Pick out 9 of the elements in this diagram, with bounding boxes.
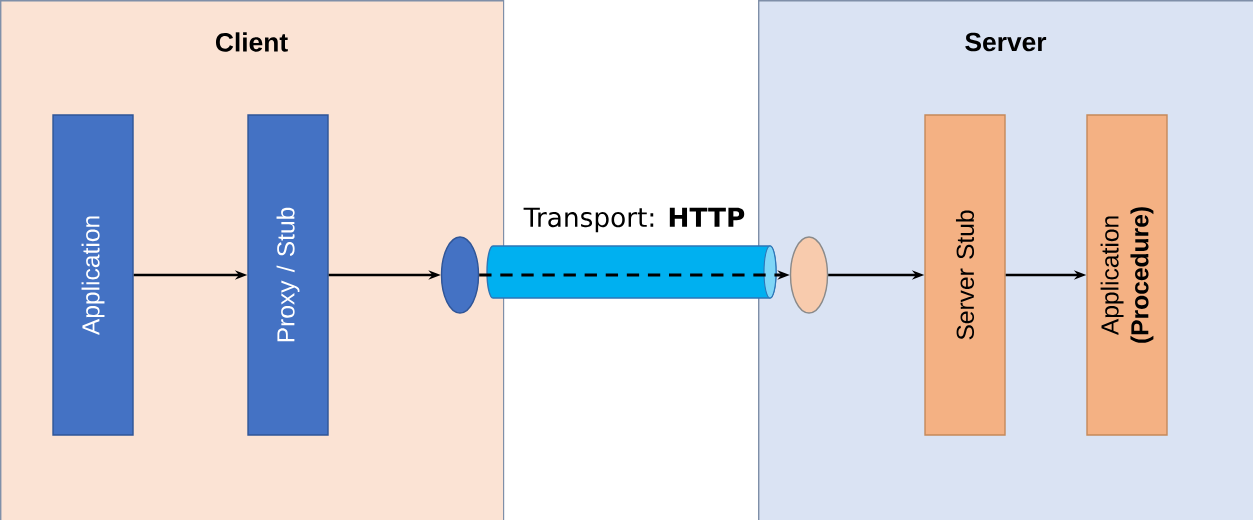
process-box: Server Stub xyxy=(924,114,1006,436)
process-box: Application xyxy=(52,114,134,436)
process-box: Proxy / Stub xyxy=(247,114,329,436)
panel-title: Client xyxy=(216,32,288,52)
process-box: Application (Procedure) xyxy=(1086,114,1168,436)
edge-label: Transport: HTTP xyxy=(523,207,745,233)
panel-title: Server xyxy=(965,32,1047,52)
port-ellipse xyxy=(789,236,829,314)
port-ellipse xyxy=(440,236,480,314)
